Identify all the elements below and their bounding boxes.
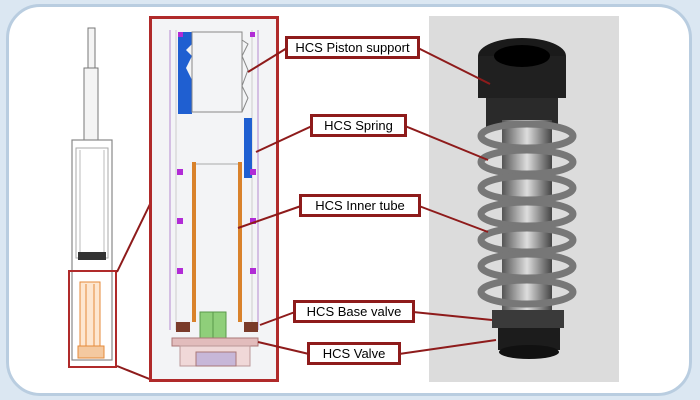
label-base-valve: HCS Base valve xyxy=(293,300,415,323)
label-spring: HCS Spring xyxy=(310,114,407,137)
label-valve: HCS Valve xyxy=(307,342,401,365)
label-piston-support: HCS Piston support xyxy=(285,36,420,59)
label-inner-tube: HCS Inner tube xyxy=(299,194,421,217)
detail-region-box xyxy=(68,270,117,368)
